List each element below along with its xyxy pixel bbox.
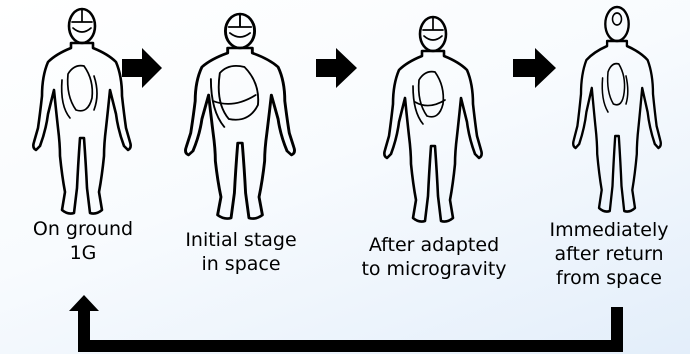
- stage-label-line: from space: [528, 266, 690, 290]
- stage-label-after-return: Immediately after return from space: [528, 218, 690, 290]
- stage-label-line: After adapted: [344, 233, 524, 257]
- right-arrow-icon: [513, 48, 556, 88]
- right-arrow-icon: [122, 48, 162, 88]
- stage-label-line: On ground: [8, 217, 158, 241]
- stage-label-line: Initial stage: [166, 228, 316, 252]
- stage-label-line: 1G: [8, 241, 158, 265]
- stage-label-line: Immediately: [528, 218, 690, 242]
- figure-stage-0: [33, 9, 130, 214]
- stage-label-line: to microgravity: [344, 257, 524, 281]
- figure-stage-2: [384, 17, 481, 222]
- figure-stage-3: [573, 7, 661, 212]
- stage-label-line: in space: [166, 252, 316, 276]
- return-loop-arrow-icon: [69, 295, 623, 352]
- stage-label-on-ground: On ground 1G: [8, 217, 158, 265]
- stage-label-line: after return: [528, 242, 690, 266]
- figure-stage-1: [185, 14, 294, 219]
- stage-label-adapted: After adapted to microgravity: [344, 233, 524, 281]
- stage-label-initial-space: Initial stage in space: [166, 228, 316, 276]
- right-arrow-icon: [316, 48, 357, 88]
